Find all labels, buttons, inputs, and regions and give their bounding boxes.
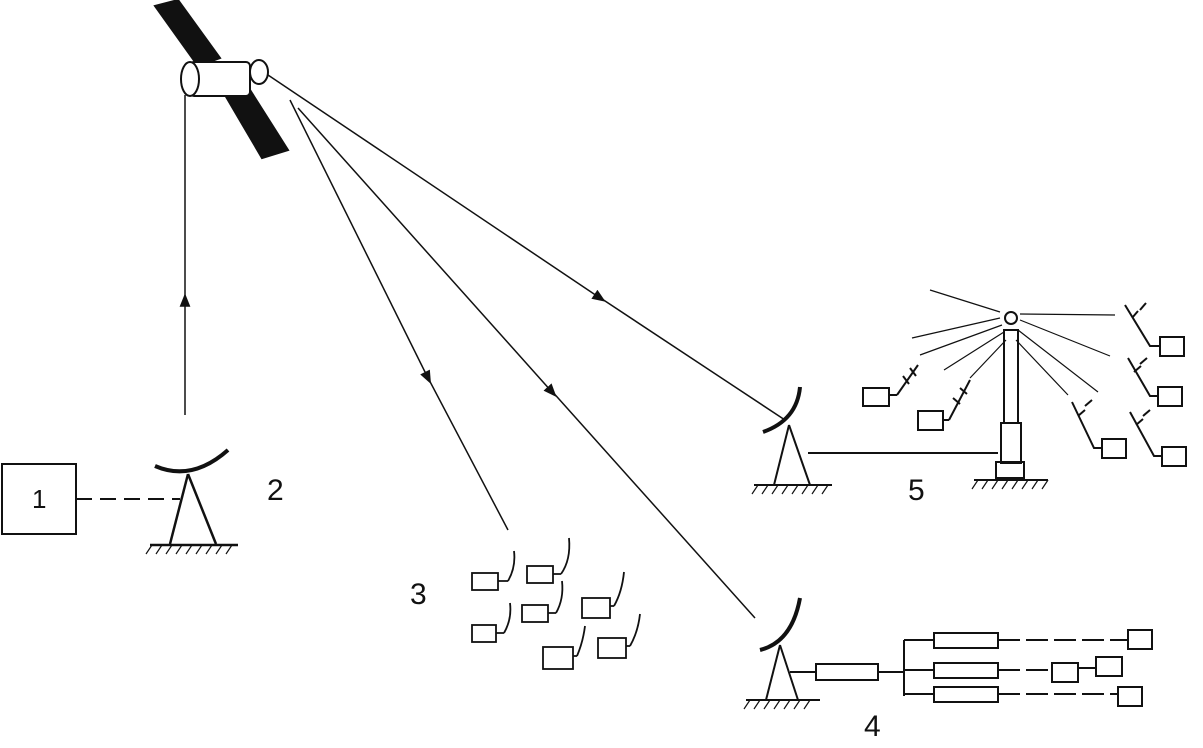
satellite-icon	[153, 0, 290, 160]
tv-receiver-icon	[1117, 686, 1143, 707]
individual-reception-group	[471, 537, 641, 670]
tv-receiver-icon	[542, 646, 574, 670]
yagi-antenna-icon	[917, 379, 971, 431]
tv-receiver-icon	[1101, 438, 1127, 459]
tv-receiver-icon	[1127, 629, 1153, 650]
tv-receiver-icon	[1051, 662, 1079, 683]
label-uplink-station: 1	[32, 484, 47, 514]
tv-receiver-icon	[526, 565, 554, 584]
yagi-antenna-icon	[1124, 302, 1185, 357]
label-cable-distribution: 4	[864, 710, 881, 743]
tv-receiver-icon	[1161, 446, 1187, 467]
tv-receiver-icon	[597, 637, 627, 659]
tv-receiver-icon	[1095, 656, 1123, 677]
tv-receiver-icon	[1159, 336, 1185, 357]
yagi-antenna-icon	[1071, 399, 1127, 459]
dish-antenna-icon	[759, 597, 802, 652]
yagi-antenna-icon	[1129, 409, 1187, 467]
label-transmit-antenna: 2	[267, 474, 284, 507]
tv-receiver-icon	[917, 410, 944, 431]
downlink-rays	[267, 74, 786, 619]
label-rebroadcast-station: 5	[908, 474, 925, 507]
yagi-antenna-icon	[862, 364, 919, 407]
label-individual-reception: 3	[410, 578, 427, 611]
tv-receiver-icon	[1157, 386, 1183, 407]
rebroadcast-group	[751, 289, 1187, 495]
dish-antenna-icon	[145, 448, 238, 555]
tv-receiver-icon	[471, 624, 497, 643]
cable-distribution-group	[743, 597, 1153, 710]
tv-receiver-icon	[521, 604, 549, 623]
yagi-antenna-icon	[1127, 357, 1183, 407]
tv-receiver-icon	[581, 597, 611, 619]
broadcast-tower-icon	[971, 311, 1049, 490]
dish-antenna-icon	[762, 386, 802, 434]
tv-receiver-icon	[862, 387, 890, 407]
tv-receiver-icon	[471, 572, 499, 591]
